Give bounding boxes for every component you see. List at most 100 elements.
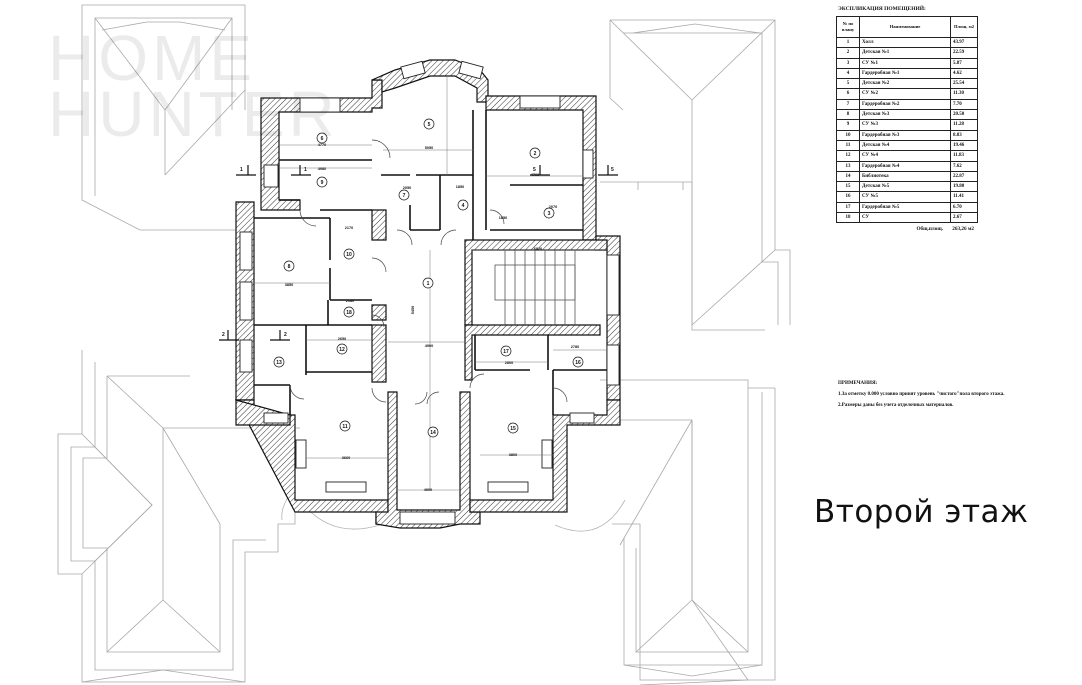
room-area-cell: 11.41 [950,191,978,203]
room-area-cell: 43.97 [950,36,978,49]
room-13-number: 13 [276,360,282,366]
dim-room4: 1850 [456,185,464,189]
roof-outline-top-right [600,19,791,331]
col-name-header: Наименование [859,16,951,38]
dim-room3-d: 1850 [499,216,507,220]
room-name-cell: Гардеробная №2 [859,98,951,111]
room-area-cell: 2.67 [950,212,978,224]
dim-room14: 4900 [424,488,432,492]
room-name-cell: Детская №5 [859,181,951,193]
room-name-cell: СУ №5 [859,191,951,203]
dim-room7: 2050 [403,186,411,190]
table-header-row: № по плану Наименование Площ. м2 [836,16,978,38]
room-name-cell: Детская №3 [859,109,951,121]
room-area-cell: 20.50 [950,109,978,121]
room-number-cell: 17 [836,201,860,214]
room-name-cell: СУ №2 [859,88,951,100]
room-name-cell: СУ №4 [859,150,951,162]
dim-room9: 4980 [318,167,326,171]
room-numbers: 1 2 3 4 5 6 7 8 9 10 11 12 13 14 15 16 1… [276,122,581,436]
room-number-cell: 7 [836,98,860,111]
room-5-number: 5 [428,122,431,128]
room-number-cell: 5 [836,78,860,90]
roof-outline-bottom-left [57,350,300,683]
staircase [494,250,576,325]
dim-room6: 4770 [318,143,326,147]
room-area-cell: 4.62 [950,67,978,80]
room-number-cell: 2 [836,47,860,59]
room-11-number: 11 [342,424,348,430]
room-9-number: 9 [321,180,324,186]
schedule-total: Общ.площ. 263,26 м2 [836,226,978,232]
room-15-number: 15 [510,426,516,432]
col-number-header: № по плану [836,16,860,38]
room-number-cell: 18 [836,212,860,224]
room-number-cell: 3 [836,57,860,69]
section-1-left: 1 [240,167,243,173]
room-area-cell: 8.83 [950,129,978,141]
section-1-right: 1 [304,167,307,173]
room-area-cell: 6.70 [950,201,978,214]
dim-hall-h: 5450 [411,306,415,314]
dim-room12: 2650 [338,337,346,341]
dim-room10: 2170 [345,226,353,230]
room-name-cell: Гардеробная №3 [859,129,951,141]
room-number-cell: 11 [836,139,860,152]
room-3-number: 3 [548,211,551,217]
section-2-right: 2 [284,332,287,338]
section-marker-labels: 1 1 2 2 5 5 [222,167,614,338]
dim-room11: 3660 [342,456,350,460]
room-number-cell: 16 [836,191,860,203]
room-name-cell: СУ [859,212,951,224]
room-4-number: 4 [462,203,465,209]
room-name-cell: СУ №3 [859,119,951,131]
note-1: 1.За отметку 0.000 условно принят уровен… [838,392,1005,397]
room-area-cell: 19.80 [950,181,978,193]
room-name-cell: Детская №1 [859,47,951,59]
room-number-cell: 10 [836,129,860,141]
room-number-cell: 12 [836,150,860,162]
notes-block: ПРИМЕЧАНИЯ: 1.За отметку 0.000 условно п… [838,378,1005,411]
room-number-circles [273,118,584,438]
room-name-cell: Гардеробная №5 [859,201,951,214]
room-area-cell: 19.46 [950,139,978,152]
room-number-cell: 13 [836,160,860,172]
section-markers [219,165,618,341]
total-value: 263,26 м2 [952,226,974,233]
room-name-cell: Гардеробная №4 [859,160,951,172]
room-2-number: 2 [534,151,537,157]
dim-hall: 4900 [425,344,433,348]
dim-room8: 3850 [285,283,293,287]
room-16-number: 16 [575,360,581,366]
floor-title: Второй этаж [814,494,1029,530]
dim-room17: 2800 [505,361,513,365]
room-number-cell: 14 [836,170,860,183]
room-area-cell: 7.70 [950,98,978,111]
room-name-cell: Детская №4 [859,139,951,152]
room-area-cell: 11.30 [950,88,978,100]
dim-room5: 5050 [425,146,433,150]
room-14-number: 14 [430,430,436,436]
room-8-number: 8 [288,264,291,270]
room-number-cell: 1 [836,36,860,49]
dimension-values: 4770 4980 5050 2050 1850 4760 2070 1850 … [285,143,579,492]
section-5-left: 5 [533,167,536,173]
interior-walls [254,110,607,415]
dim-room2: 4760 [531,173,539,177]
room-name-cell: Гардеробная №1 [859,67,951,80]
room-name-cell: Библиотека [859,170,951,183]
room-number-cell: 8 [836,109,860,121]
room-name-cell: СУ №1 [859,57,951,69]
